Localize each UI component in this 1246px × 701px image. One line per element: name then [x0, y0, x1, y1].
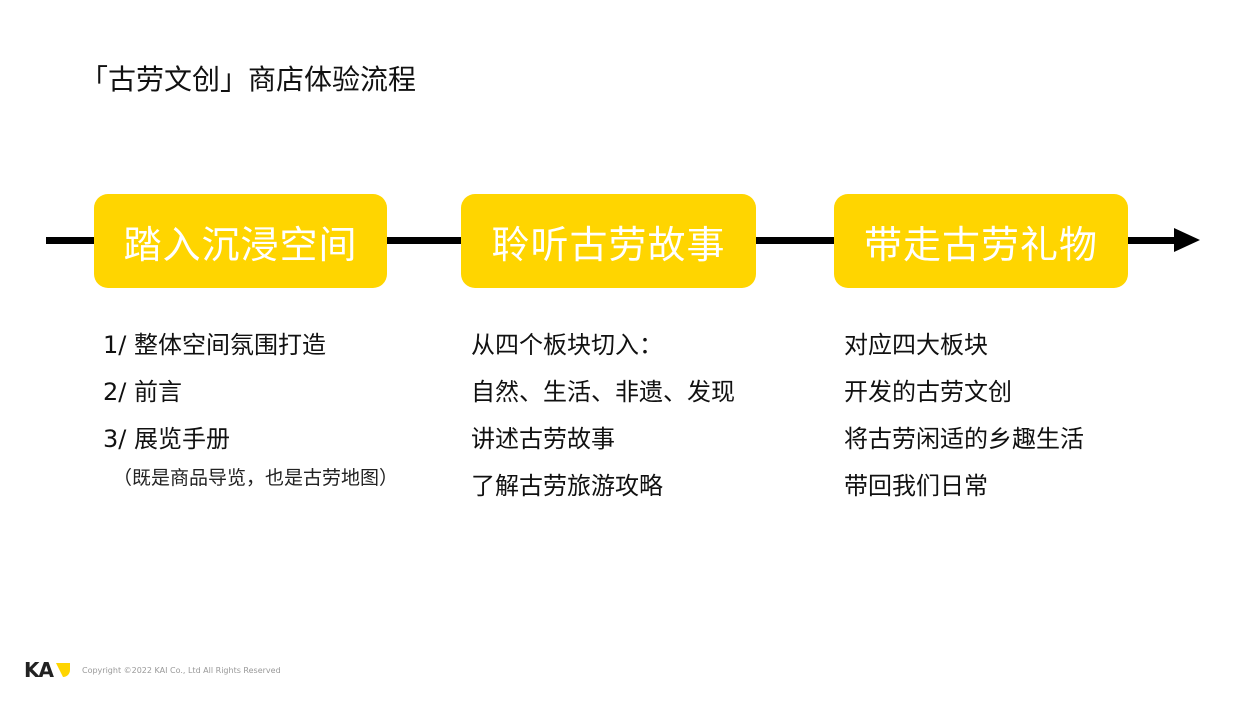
list-item-note: （既是商品导览，也是古劳地图）	[113, 467, 399, 489]
list-item: 从四个板块切入：	[471, 331, 663, 359]
list-item: 3/ 展览手册	[103, 425, 230, 453]
list-item: 将古劳闲适的乡趣生活	[844, 425, 1084, 453]
page-title: 「古劳文创」商店体验流程	[80, 63, 417, 96]
stage-box-immersive-space: 踏入沉浸空间	[94, 194, 387, 288]
list-item: 了解古劳旅游攻略	[471, 472, 663, 500]
list-item: 2/ 前言	[103, 378, 182, 406]
copyright-text: Copyright ©2022 KAI Co., Ltd All Rights …	[81, 665, 281, 675]
stage-list-immersive-space: 1/ 整体空间氛围打造 2/ 前言 3/ 展览手册 （既是商品导览，也是古劳地图…	[103, 322, 398, 493]
logo-mark-icon	[55, 663, 70, 677]
footer: KA Copyright ©2022 KAI Co., Ltd All Righ…	[24, 658, 281, 682]
timeline-arrow-icon	[1174, 228, 1200, 252]
list-item: 讲述古劳故事	[471, 425, 615, 453]
logo-text: KA	[24, 658, 54, 682]
list-item: 开发的古劳文创	[844, 378, 1012, 406]
list-item: 1/ 整体空间氛围打造	[103, 331, 326, 359]
stage-box-stories: 聆听古劳故事	[461, 194, 756, 288]
kai-logo: KA	[24, 658, 72, 682]
list-item: 带回我们日常	[844, 472, 988, 500]
stage-box-gifts: 带走古劳礼物	[834, 194, 1128, 288]
stage-list-gifts: 对应四大板块 开发的古劳文创 将古劳闲适的乡趣生活 带回我们日常	[844, 322, 1084, 510]
stage-list-stories: 从四个板块切入： 自然、生活、非遗、发现 讲述古劳故事 了解古劳旅游攻略	[471, 322, 735, 510]
list-item: 自然、生活、非遗、发现	[471, 378, 735, 406]
list-item: 对应四大板块	[844, 331, 988, 359]
